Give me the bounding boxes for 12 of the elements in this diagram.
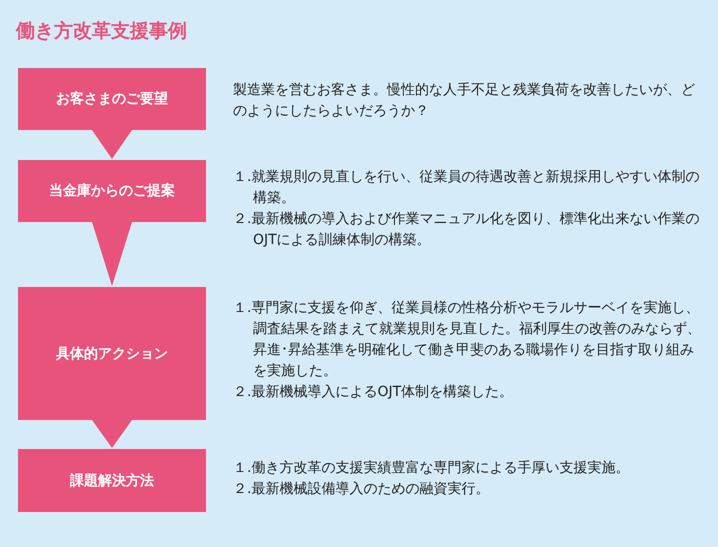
list-item: ２.最新機械の導入および作業マニュアル化を図り、標準化出来ない作業のOJTによる訓練体制の構築。	[233, 210, 700, 250]
list-item: １.専門家に支援を仰ぎ、従業員様の性格分析やモラルサーベイを実施し、調査結果を踏まえて就業規則を見直した。福利厚生の改善のみならず、昇進･昇給基準を明確化して働き甲斐のある職場作りを目指す取り組みを実施した。	[233, 299, 702, 381]
step-box: 具体的アクション	[18, 287, 206, 420]
list-item: ２.最新機械導入によるOJT体制を構築した。	[233, 383, 514, 402]
list-item: ２.最新機械設備導入のための融資実行。	[233, 480, 490, 499]
title: 働き方改革支援事例	[16, 19, 187, 44]
down-arrow	[92, 222, 132, 286]
down-arrow	[92, 420, 132, 448]
description-text: 製造業を営むお客さま。慢性的な人手不足と残業負荷を改善したいが、どのようにしたらよいだろうか？	[233, 81, 696, 121]
down-arrow	[92, 130, 132, 159]
list-item: １.就業規則の見直しを行い、従業員の待遇改善と新規採用しやすい体制の構築。	[233, 168, 700, 208]
list-item: １.働き方改革の支援実績豊富な専門家による手厚い支援実施。	[233, 459, 630, 478]
